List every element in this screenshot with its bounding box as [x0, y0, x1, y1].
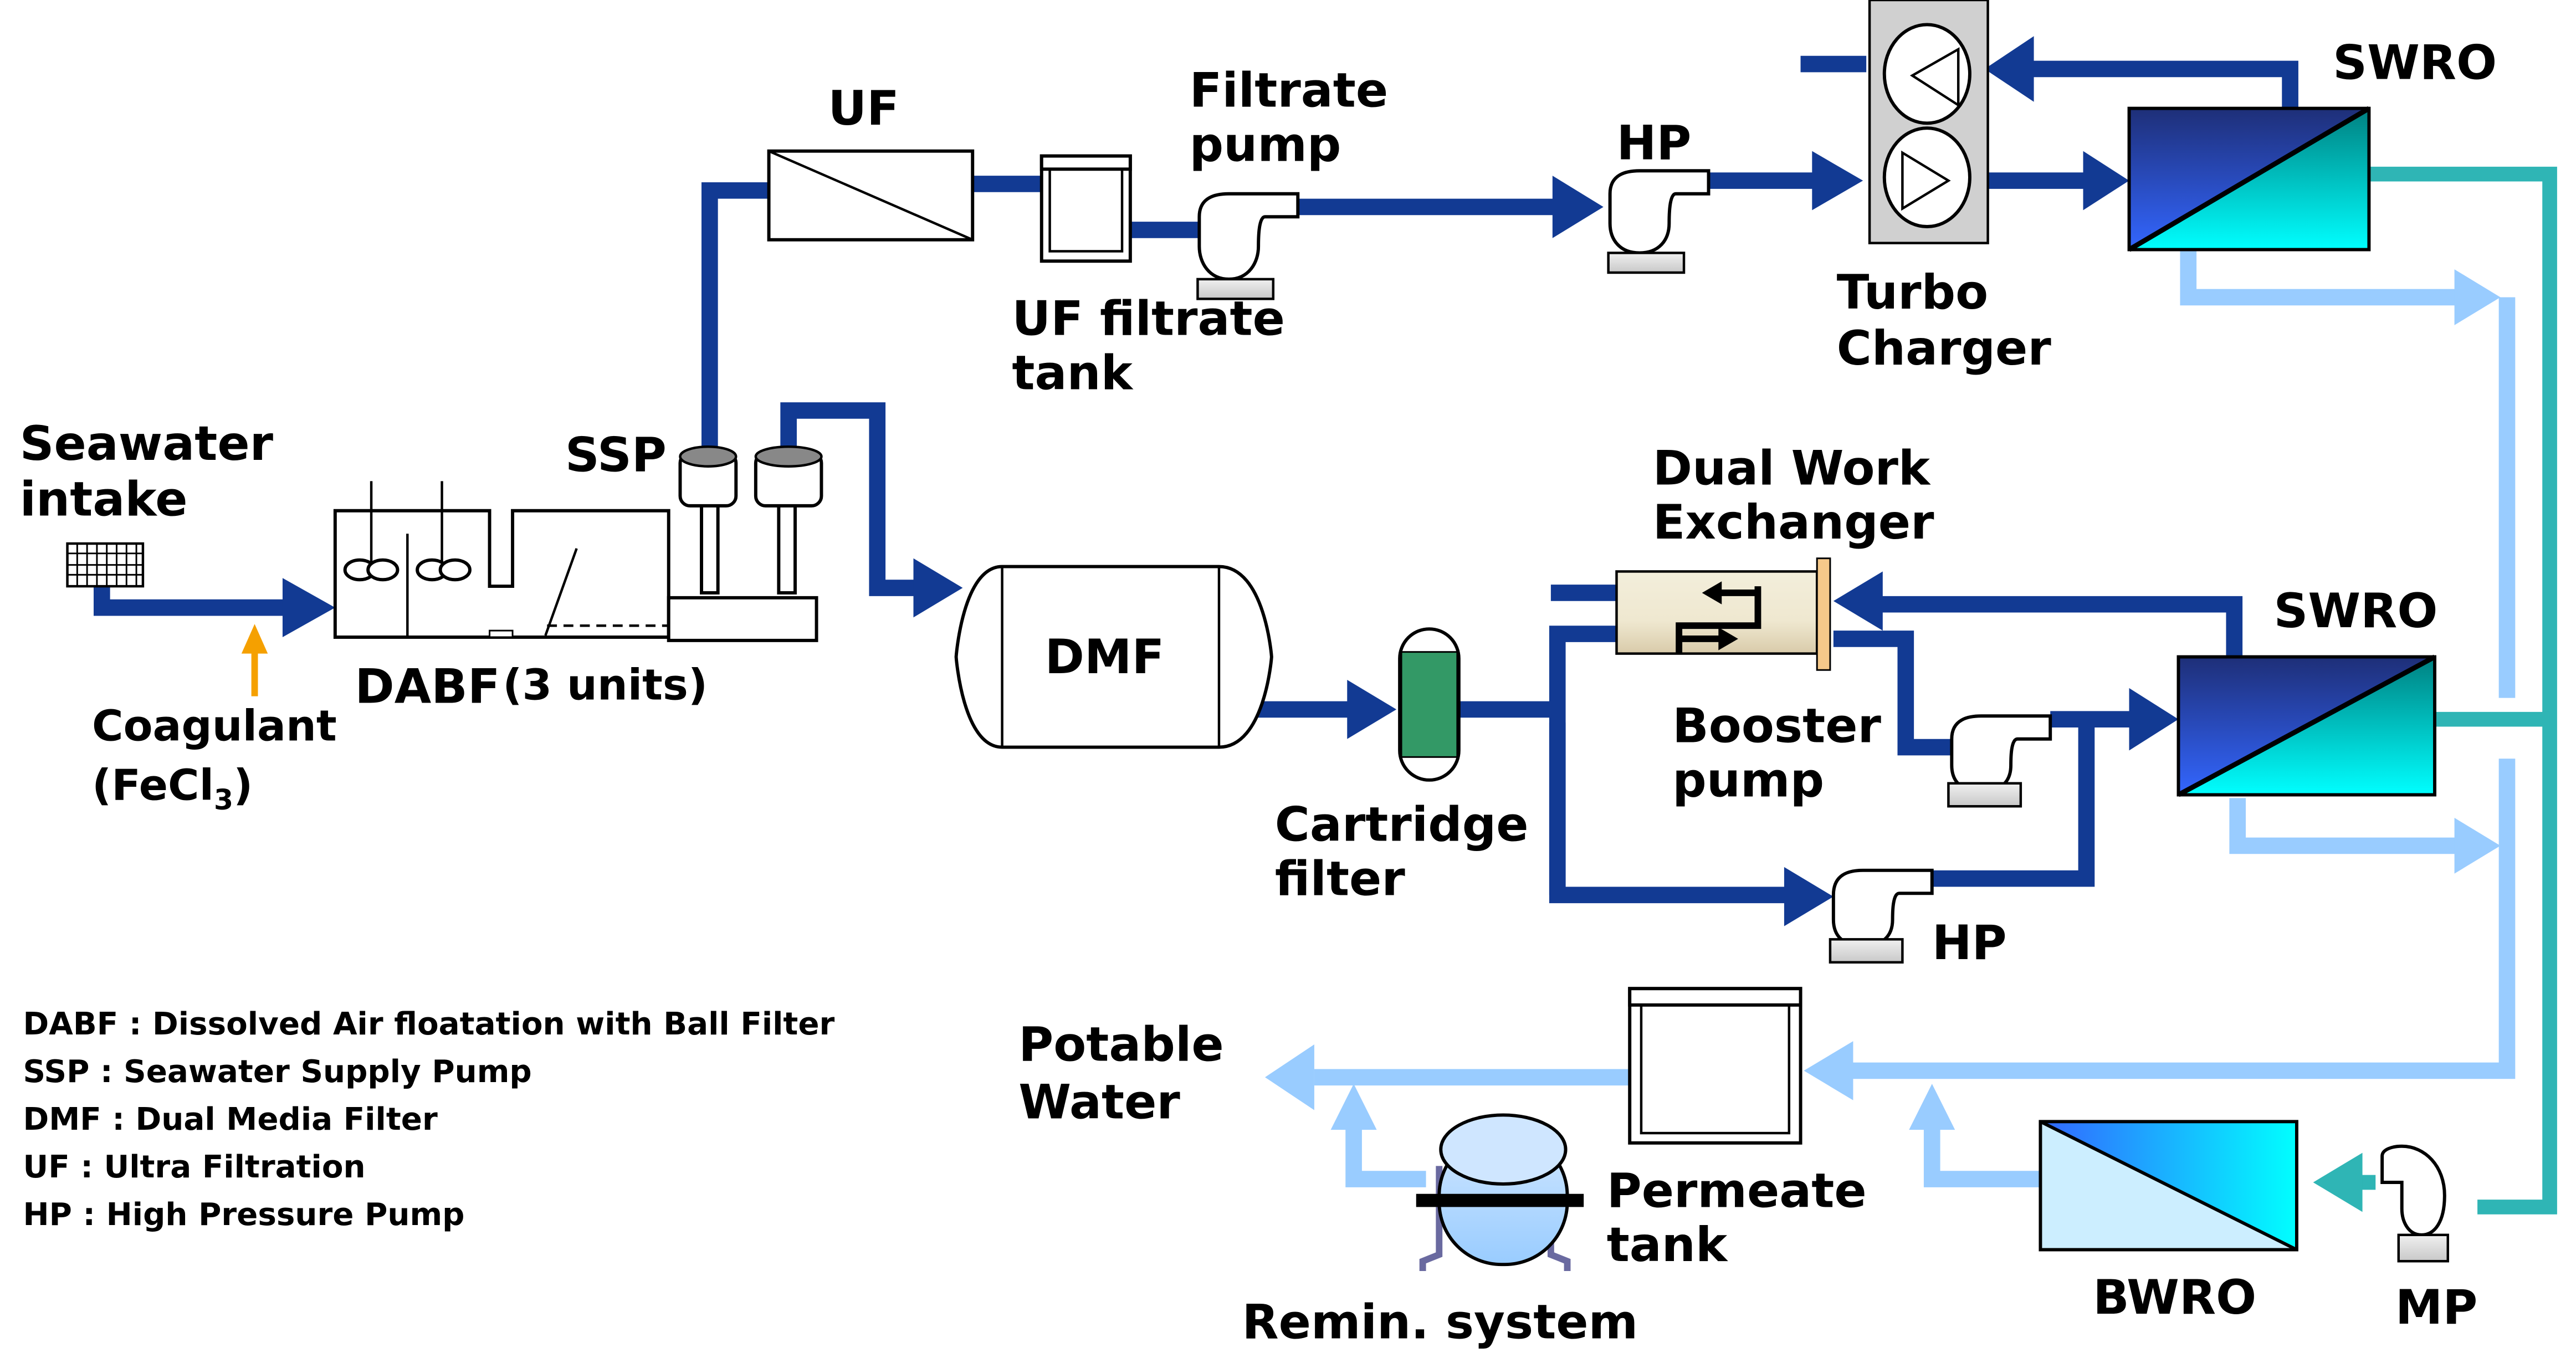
mp-pump	[2380, 1144, 2449, 1263]
label-ssp: SSP	[565, 428, 667, 483]
label-fecl3: (FeCl3)	[92, 760, 253, 816]
pipe-swro-top-permeate	[2180, 249, 2465, 306]
cartridge-filter	[1398, 627, 1461, 782]
label-uf-tank-1: UF filtrate	[1012, 291, 1285, 347]
label-potable-1: Potable	[1018, 1017, 1223, 1073]
pipe-remin-to-potable	[1345, 1120, 1426, 1187]
hp-pump-mid	[1829, 868, 1934, 964]
label-swro-mid: SWRO	[2273, 583, 2437, 639]
label-seawater-intake-2: intake	[20, 472, 188, 527]
label-booster-2: pump	[1672, 752, 1824, 808]
legend-item: DMF : Dual Media Filter	[23, 1101, 438, 1137]
seawater-intake-screen-icon	[66, 542, 145, 588]
pipe-swro-top-concentrate	[2369, 166, 2557, 1215]
label-filtrate-pump-2: pump	[1190, 117, 1341, 172]
label-dabf-units: (3 units)	[503, 660, 708, 710]
swro-module-mid	[2176, 654, 2436, 797]
label-uf: UF	[828, 81, 899, 136]
filtrate-pump	[1196, 192, 1300, 300]
coagulant-dosing-arrow	[241, 624, 268, 696]
uf-module	[767, 149, 975, 242]
label-filtrate-pump-1: Filtrate	[1190, 63, 1389, 119]
label-permeate-tank-2: tank	[1607, 1217, 1728, 1273]
abbreviation-legend: DABF : Dissolved Air floatation with Bal…	[23, 1006, 835, 1233]
arrowhead-cartridge-inlet	[1347, 680, 1397, 739]
ssp-pump-2	[754, 445, 823, 595]
arrowhead-bwro-inlet	[2313, 1152, 2363, 1212]
legend-item: SSP : Seawater Supply Pump	[23, 1054, 532, 1090]
concentrate-pipes	[2313, 166, 2557, 1215]
arrowhead-hp-mid-inlet	[1784, 867, 1834, 926]
label-hp-mid: HP	[1932, 915, 2007, 971]
hp-pump-top	[1607, 169, 1710, 274]
arrowhead-dwe-brine-inlet	[1833, 571, 1883, 631]
pipe-ssp-to-dmf	[780, 402, 920, 596]
label-bwro: BWRO	[2093, 1270, 2256, 1325]
label-permeate-tank-1: Permeate	[1607, 1163, 1867, 1218]
remin-system-tank	[1416, 1113, 1584, 1272]
ssp-pump-1	[678, 445, 738, 595]
label-mp: MP	[2395, 1280, 2478, 1335]
pipe-branch-to-dwe	[1549, 626, 1617, 895]
pipe-swro-top-brine-to-turbo	[2024, 60, 2298, 109]
arrowhead-swro-top-inlet	[2083, 151, 2129, 211]
dabf-unit	[333, 481, 818, 642]
pipe-bwro-permeate	[1923, 1120, 2041, 1187]
uf-filtrate-tank	[1039, 154, 1132, 263]
dual-work-exchanger	[1615, 557, 1831, 671]
pipe-hp-mid-to-swro	[1906, 719, 2095, 887]
label-dwe-1: Dual Work	[1653, 440, 1931, 496]
label-cartridge-1: Cartridge	[1275, 797, 1529, 853]
label-dabf: DABF	[355, 659, 500, 715]
label-potable-2: Water	[1018, 1074, 1180, 1130]
label-coagulant: Coagulant	[92, 701, 337, 751]
arrowhead-swro-mid-inlet	[2129, 688, 2179, 751]
turbo-charger	[1868, 0, 1989, 244]
arrowhead-dabf-inlet	[282, 578, 335, 637]
arrowhead-hp-top-inlet	[1552, 176, 1604, 238]
label-uf-tank-2: tank	[1012, 345, 1133, 401]
label-dmf: DMF	[1045, 629, 1165, 685]
label-dwe-2: Exchanger	[1653, 495, 1934, 550]
arrowhead-turbo-brine-inlet	[1984, 36, 2034, 102]
label-swro-top: SWRO	[2333, 35, 2497, 90]
feed-pipes	[94, 36, 2298, 926]
arrowhead-permeate-tank-inlet	[1804, 1041, 1853, 1100]
arrowhead-permeate-top	[2454, 269, 2501, 325]
arrowhead-remin-up	[1330, 1084, 1377, 1130]
arrowhead-permeate-mid	[2454, 818, 2501, 874]
legend-item: DABF : Dissolved Air floatation with Bal…	[23, 1006, 835, 1042]
bwro-module	[2039, 1120, 2298, 1252]
pipe-branch-to-hp	[1549, 723, 1791, 904]
arrowhead-turbo-inlet	[1812, 151, 1863, 211]
permeate-pipes	[1264, 249, 2516, 1187]
label-seawater-intake-1: Seawater	[20, 416, 274, 472]
legend-item: UF : Ultra Filtration	[23, 1149, 366, 1185]
pipe-swro-mid-permeate	[2229, 798, 2465, 854]
pipe-permeate-header-lower	[1846, 759, 2516, 1079]
pipe-dwe-to-booster	[1833, 631, 1952, 756]
label-turbo-1: Turbo	[1837, 265, 1988, 320]
pipe-ssp-to-uf	[701, 182, 769, 454]
legend-item: HP : High Pressure Pump	[23, 1197, 465, 1233]
label-turbo-2: Charger	[1837, 321, 2052, 376]
swro-module-top	[2127, 106, 2371, 252]
label-remin: Remin. system	[1242, 1295, 1638, 1350]
label-cartridge-2: filter	[1275, 851, 1406, 906]
pipe-swro-mid-brine-to-dwe	[1873, 596, 2243, 657]
arrowhead-potable-water	[1264, 1044, 1314, 1110]
booster-pump	[1947, 714, 2052, 808]
label-booster-1: Booster	[1672, 699, 1881, 754]
dmf-vessel	[954, 565, 1273, 749]
permeate-tank	[1628, 987, 1802, 1145]
arrowhead-dmf-inlet	[913, 558, 963, 618]
arrowhead-bwro-permeate-up	[1909, 1084, 1955, 1130]
label-hp-top: HP	[1616, 116, 1691, 171]
